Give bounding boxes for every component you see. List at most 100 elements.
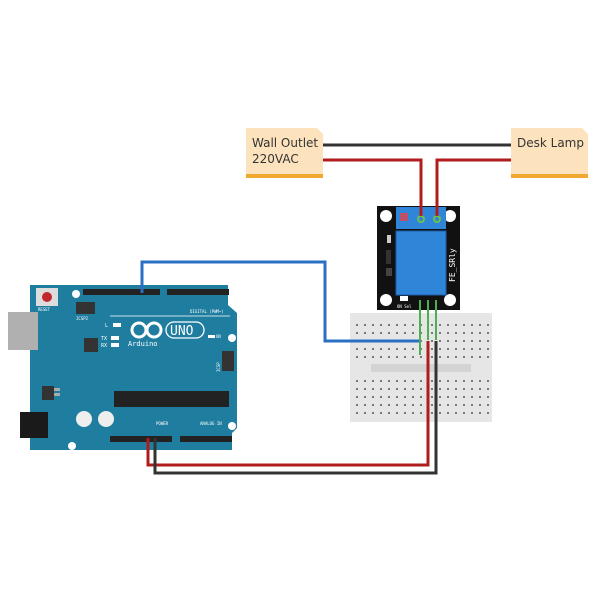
breadboard-hole bbox=[404, 332, 406, 334]
breadboard-hole bbox=[487, 388, 489, 390]
breadboard-hole bbox=[447, 340, 449, 342]
breadboard-hole bbox=[455, 380, 457, 382]
relay-label: FE_SRly bbox=[448, 248, 457, 282]
breadboard-hole bbox=[372, 396, 374, 398]
led-rx-label: RX bbox=[101, 343, 107, 349]
breadboard-hole bbox=[356, 380, 358, 382]
breadboard-hole bbox=[487, 356, 489, 358]
led-on-label: ON bbox=[216, 334, 221, 339]
breadboard-hole bbox=[471, 396, 473, 398]
breadboard-hole bbox=[487, 348, 489, 350]
breadboard-hole bbox=[420, 356, 422, 358]
model-label: UNO bbox=[170, 324, 194, 339]
breadboard-hole bbox=[463, 380, 465, 382]
relay-pins bbox=[419, 300, 437, 355]
breadboard-hole bbox=[447, 404, 449, 406]
breadboard-hole bbox=[396, 380, 398, 382]
breadboard-hole bbox=[412, 324, 414, 326]
breadboard-hole bbox=[471, 380, 473, 382]
breadboard-hole bbox=[431, 396, 433, 398]
breadboard-hole bbox=[372, 404, 374, 406]
breadboard-hole bbox=[455, 356, 457, 358]
breadboard-hole bbox=[380, 388, 382, 390]
breadboard-hole bbox=[479, 340, 481, 342]
breadboard-hole bbox=[420, 388, 422, 390]
breadboard-hole bbox=[388, 388, 390, 390]
breadboard-hole bbox=[439, 380, 441, 382]
breadboard-hole bbox=[364, 388, 366, 390]
breadboard-hole bbox=[463, 332, 465, 334]
breadboard-hole bbox=[439, 412, 441, 414]
breadboard-hole bbox=[447, 356, 449, 358]
breadboard-hole bbox=[372, 332, 374, 334]
breadboard-hole bbox=[404, 356, 406, 358]
breadboard-hole bbox=[364, 412, 366, 414]
breadboard-hole bbox=[396, 412, 398, 414]
desk-lamp-note[interactable]: Desk Lamp bbox=[511, 128, 588, 178]
breadboard-hole bbox=[463, 324, 465, 326]
breadboard-hole bbox=[404, 412, 406, 414]
breadboard-hole bbox=[439, 332, 441, 334]
breadboard-hole bbox=[487, 324, 489, 326]
breadboard-hole bbox=[431, 348, 433, 350]
breadboard-hole bbox=[388, 348, 390, 350]
breadboard-hole bbox=[431, 404, 433, 406]
breadboard-hole bbox=[356, 388, 358, 390]
breadboard-hole bbox=[447, 388, 449, 390]
breadboard-hole bbox=[364, 380, 366, 382]
breadboard-hole bbox=[479, 380, 481, 382]
breadboard-hole bbox=[479, 356, 481, 358]
breadboard-hole bbox=[388, 396, 390, 398]
relay-switch-label: ON Sel bbox=[397, 304, 412, 309]
arduino-uno-board[interactable]: RESET ICSP2 DIGITAL (PWM~) L TX RX UNO A… bbox=[8, 285, 237, 450]
relay-module[interactable]: FE_SRly ON Sel bbox=[377, 206, 460, 310]
breadboard-hole bbox=[396, 332, 398, 334]
breadboard-hole bbox=[356, 412, 358, 414]
breadboard-hole bbox=[487, 396, 489, 398]
breadboard-hole bbox=[487, 340, 489, 342]
breadboard-hole bbox=[380, 412, 382, 414]
breadboard-hole bbox=[471, 348, 473, 350]
breadboard-hole bbox=[447, 324, 449, 326]
breadboard-hole bbox=[372, 348, 374, 350]
breadboard-hole bbox=[431, 324, 433, 326]
breadboard-hole bbox=[463, 356, 465, 358]
breadboard-hole bbox=[396, 388, 398, 390]
led-tx-label: TX bbox=[101, 336, 107, 342]
breadboard-hole bbox=[388, 412, 390, 414]
breadboard-hole bbox=[479, 396, 481, 398]
breadboard-hole bbox=[380, 396, 382, 398]
mains-live-wire-out bbox=[435, 158, 511, 216]
desk-lamp-label: Desk Lamp bbox=[517, 136, 584, 150]
breadboard-hole bbox=[439, 388, 441, 390]
breadboard-hole bbox=[479, 348, 481, 350]
breadboard-hole bbox=[380, 348, 382, 350]
breadboard-hole bbox=[388, 356, 390, 358]
breadboard-hole bbox=[404, 380, 406, 382]
breadboard-hole bbox=[420, 380, 422, 382]
breadboard-hole bbox=[380, 332, 382, 334]
breadboard-hole bbox=[479, 404, 481, 406]
breadboard-hole bbox=[364, 332, 366, 334]
wall-outlet-note[interactable]: Wall Outlet 220VAC bbox=[246, 128, 323, 178]
breadboard-hole bbox=[439, 396, 441, 398]
breadboard-hole bbox=[412, 388, 414, 390]
breadboard-hole bbox=[455, 404, 457, 406]
breadboard-hole bbox=[479, 412, 481, 414]
breadboard-hole bbox=[372, 380, 374, 382]
breadboard-hole bbox=[487, 412, 489, 414]
breadboard-hole bbox=[372, 324, 374, 326]
breadboard-hole bbox=[439, 348, 441, 350]
microcontroller-chip bbox=[114, 391, 229, 407]
breadboard-hole bbox=[412, 332, 414, 334]
breadboard-hole bbox=[487, 404, 489, 406]
breadboard-hole bbox=[447, 412, 449, 414]
breadboard-hole bbox=[364, 324, 366, 326]
breadboard-hole bbox=[471, 332, 473, 334]
breadboard-hole bbox=[364, 348, 366, 350]
mains-live-wire-in bbox=[323, 158, 423, 216]
breadboard-hole bbox=[372, 388, 374, 390]
breadboard-hole bbox=[364, 396, 366, 398]
breadboard-hole bbox=[471, 412, 473, 414]
